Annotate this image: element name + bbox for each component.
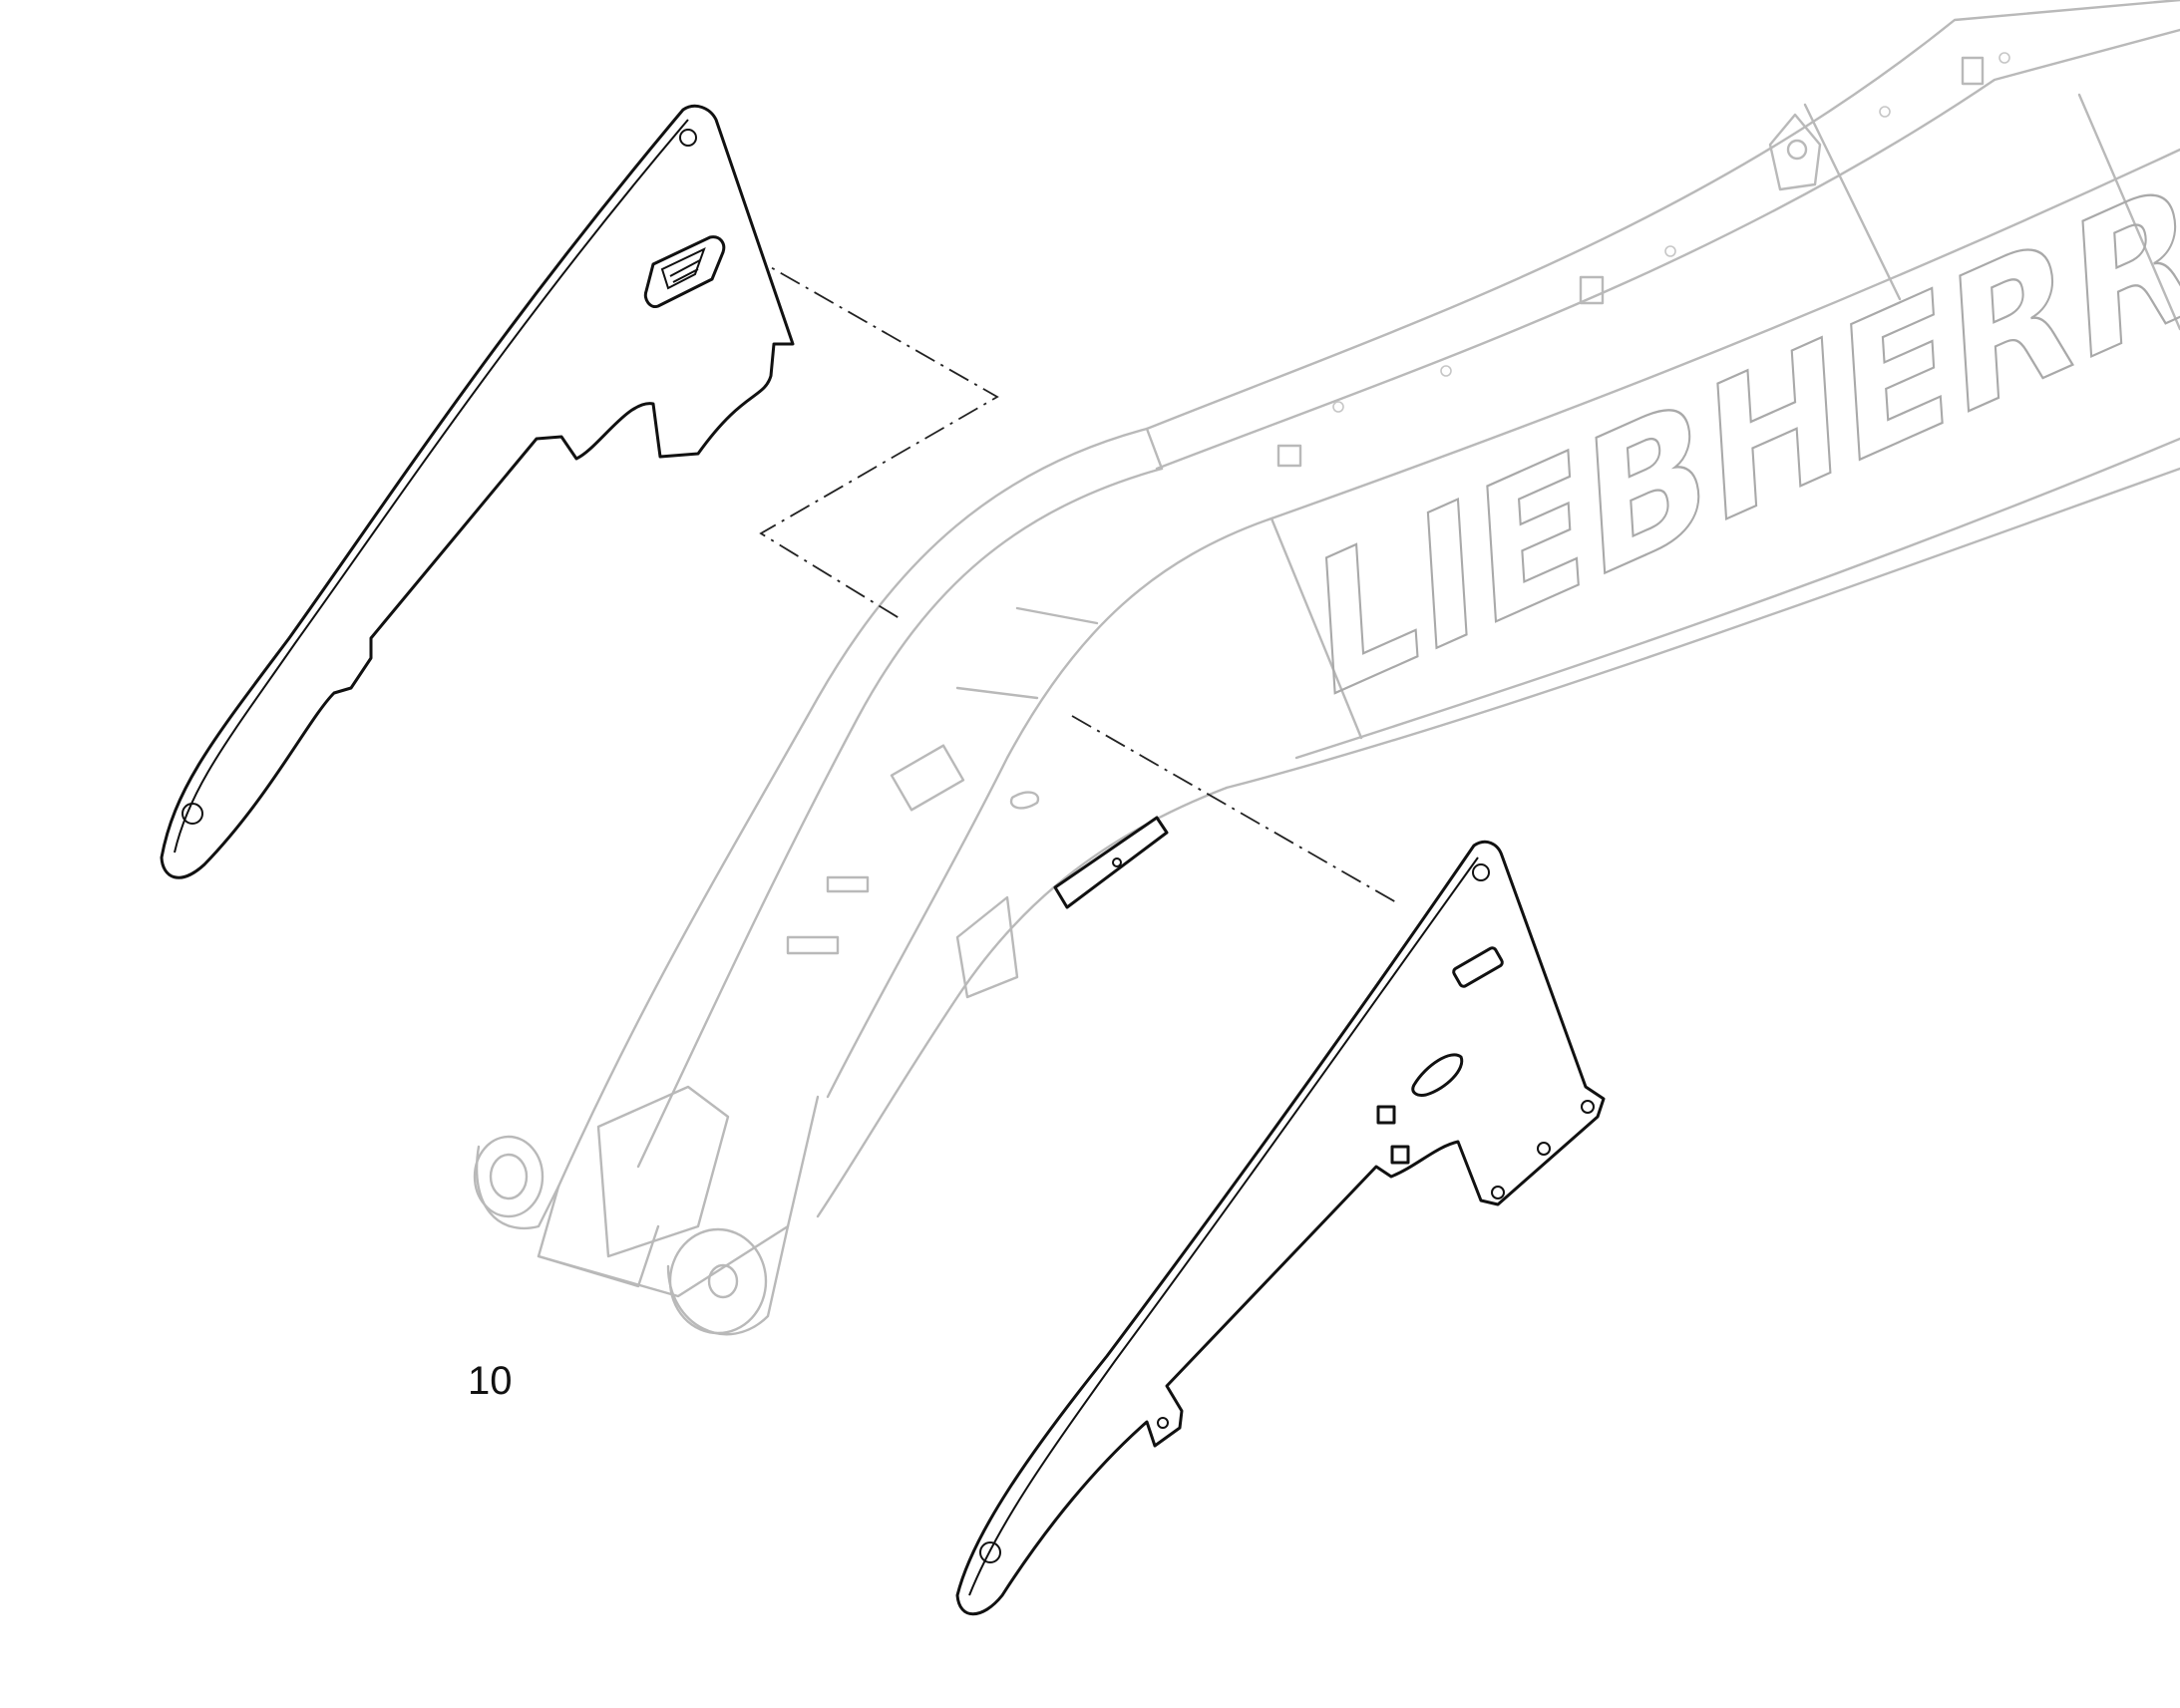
boom-stiffener [955, 895, 1019, 999]
boom-top-chord [1145, 0, 2180, 431]
boom-bracket-2 [1579, 275, 1605, 305]
boom-foot-lug-right [666, 1224, 790, 1336]
boom-bracket-3 [1961, 56, 1985, 86]
boom-bracket-1 [1276, 444, 1302, 468]
lower-plate-bolt-3 [1491, 1186, 1505, 1199]
panel-divider-3 [2077, 93, 2180, 331]
boom-bottom-chord [1270, 148, 2180, 520]
upper-plate-edge-line [174, 119, 689, 854]
boom-neck-outer [556, 427, 1149, 1189]
spacer-bar-top-face [1054, 817, 1168, 908]
boom-hole-5 [1998, 52, 2010, 64]
boom-foot-box [596, 1085, 730, 1258]
lower-cover-plate[interactable] [955, 840, 1606, 1616]
upper-plate-access-cover-inner [660, 247, 706, 290]
lower-plate-bolt-4 [1157, 1417, 1169, 1429]
panel-divider-2 [1803, 103, 1902, 301]
panel-divider-1 [1270, 516, 1363, 740]
boom-hole-4 [1879, 106, 1891, 118]
lower-plate-outline [955, 840, 1606, 1616]
boom-hole-3 [1664, 245, 1676, 257]
boom-foot-front [537, 1095, 820, 1298]
spacer-bar[interactable] [1053, 816, 1169, 909]
upper-plate-access-cover-line [669, 259, 701, 283]
boom-foot-left [537, 1185, 660, 1288]
boom-pad-2 [826, 875, 870, 893]
panel-divider-4 [1145, 427, 1164, 471]
upper-plate-access-cover [643, 235, 726, 309]
lower-plate-bolt-1 [1581, 1100, 1595, 1114]
upper-plate-mount-hole-end [182, 803, 203, 825]
lower-plate-oval-opening [1411, 1053, 1464, 1097]
upper-plate-outline [160, 104, 795, 879]
leader-lower-plate [1071, 715, 1397, 903]
upper-cover-plate[interactable] [160, 104, 795, 879]
lower-plate-bolt-2 [1537, 1142, 1551, 1156]
boom-foot-pin-right [668, 1227, 768, 1335]
boom-top-chord-inner [1155, 28, 2180, 471]
boom-foot-lug-left [475, 1145, 560, 1230]
spacer-bar-outline [1053, 816, 1169, 909]
lower-plate-clip-2 [1390, 1145, 1410, 1165]
assembly-leader-lines [712, 233, 1397, 903]
boom-foot-pin-left-inner [489, 1153, 529, 1200]
lower-plate-clip-1 [1376, 1105, 1396, 1125]
lower-plate-mount-hole-top [1472, 863, 1490, 881]
boom-window [890, 744, 965, 812]
boom-web-line [955, 606, 1099, 700]
boom-foot-pin-right-inner [707, 1263, 739, 1299]
lifting-eye-hole [1786, 139, 1808, 161]
boom-pad-1 [786, 935, 840, 955]
boom-bottom-chord-inner [1294, 437, 2180, 760]
boom-underside-line [1225, 467, 2180, 790]
lifting-eye [1768, 113, 1822, 191]
lower-plate-edge-line [968, 856, 1479, 1596]
brand-lettering: LIEBHERR [1291, 144, 2180, 736]
reference-number-label: 10 [468, 1359, 513, 1403]
boom-hole-1 [1332, 401, 1344, 413]
boom-neck-inner [826, 516, 1273, 1099]
boom-foot-pin-left [473, 1135, 545, 1218]
spacer-bar-hole [1112, 857, 1122, 867]
boom-neck-outer-2 [636, 467, 1164, 1169]
lower-plate-slot [1452, 946, 1504, 988]
lower-plate-mount-hole-end [979, 1541, 1001, 1563]
boom-slot-1 [1009, 791, 1040, 810]
boom-neck-inner-2 [816, 786, 1229, 1218]
boom-hole-2 [1440, 365, 1452, 377]
upper-plate-mount-hole-top [679, 129, 697, 147]
leader-upper-plate [712, 233, 999, 621]
